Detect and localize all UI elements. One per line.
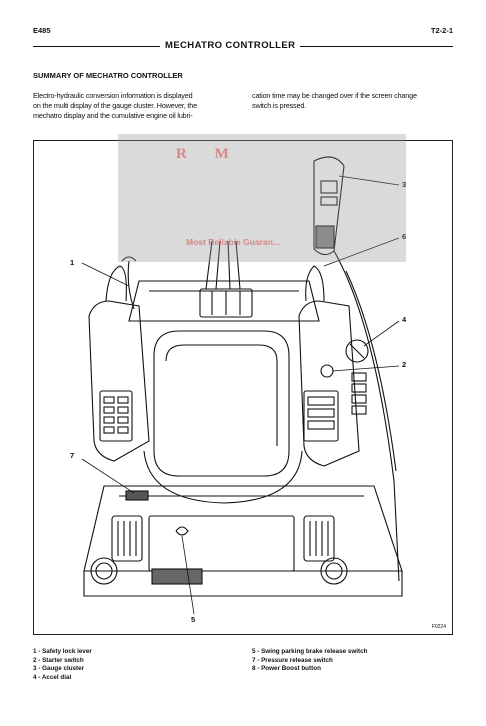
page-reference: T2-2-1: [430, 26, 453, 35]
legend-item: 8 - Power Boost button: [252, 665, 321, 672]
body-column-right: cation time may be changed over if the s…: [252, 91, 457, 111]
swing-brake-switch: [175, 526, 189, 536]
watermark-letters: R M: [176, 146, 241, 162]
starter-switch: [320, 364, 334, 378]
right-speaker: [320, 557, 348, 585]
right-joystick: [305, 265, 325, 302]
legend-item: 4 - Accel dial: [33, 673, 72, 681]
body-column-left: Electro-hydraulic conversion information…: [33, 91, 233, 121]
pressure-release-switch: [125, 490, 149, 501]
keypad: [315, 225, 335, 249]
accel-dial: [345, 339, 369, 363]
right-pillar: [333, 250, 400, 582]
floor-mat: [148, 515, 295, 572]
body-line: switch is pressed.: [252, 101, 307, 110]
travel-pedals: [199, 288, 253, 318]
right-floor-vent: [303, 515, 335, 562]
legend-item: 2 - Starter switch: [33, 656, 84, 664]
travel-lever-left: [205, 240, 221, 290]
left-switch-panel: [99, 390, 133, 442]
legend-left: 1 - Safety lock lever 2 - Starter switch…: [33, 648, 92, 682]
legend-item: 1 - Safety lock lever: [33, 648, 92, 655]
left-floor-vent: [111, 515, 143, 562]
callout-3: 3: [402, 180, 407, 189]
body-line: mechatro display and the cumulative engi…: [33, 111, 193, 120]
callout-7: 7: [70, 451, 75, 460]
legend-item: 7 - Pressure release switch: [252, 656, 333, 664]
callout-2: 2: [402, 360, 407, 369]
section-heading: SUMMARY OF MECHATRO CONTROLLER: [33, 71, 183, 80]
cab-illustration: [81, 156, 403, 615]
legend-right: 5 - Swing parking brake release switch 7…: [252, 648, 368, 674]
legend-item: 3 - Gauge cluster: [33, 665, 85, 672]
body-line: cation time may be changed over if the s…: [252, 91, 417, 100]
right-switch-panel: [303, 390, 339, 442]
seat-back: [153, 330, 290, 477]
watermark-box: [118, 134, 406, 262]
body-line: Electro-hydraulic conversion information…: [33, 91, 193, 100]
accel-pedal-grid: [151, 568, 203, 585]
left-console: [88, 300, 150, 462]
left-speaker: [90, 557, 118, 585]
legend-item: 5 - Swing parking brake release switch: [252, 648, 368, 655]
figure-code: F0224: [431, 624, 446, 630]
safety-lock-lever: [127, 260, 135, 310]
dash: [128, 280, 320, 322]
cab-figure: 1 2 3 4 5 6 7 F0224: [33, 140, 453, 635]
travel-lever-right: [227, 240, 241, 290]
right-console: [298, 300, 360, 467]
chapter-title: MECHATRO CONTROLLER: [160, 40, 301, 51]
seat-cushion: [143, 450, 303, 504]
model-label: E485: [33, 26, 51, 35]
callout-4: 4: [402, 315, 407, 324]
callout-6: 6: [402, 232, 407, 241]
callout-5: 5: [191, 615, 196, 624]
watermark-tagline: Most Reliable Guaran...: [186, 237, 280, 247]
body-line: on the multi display of the gauge cluste…: [33, 101, 197, 110]
callout-1: 1: [70, 258, 75, 267]
